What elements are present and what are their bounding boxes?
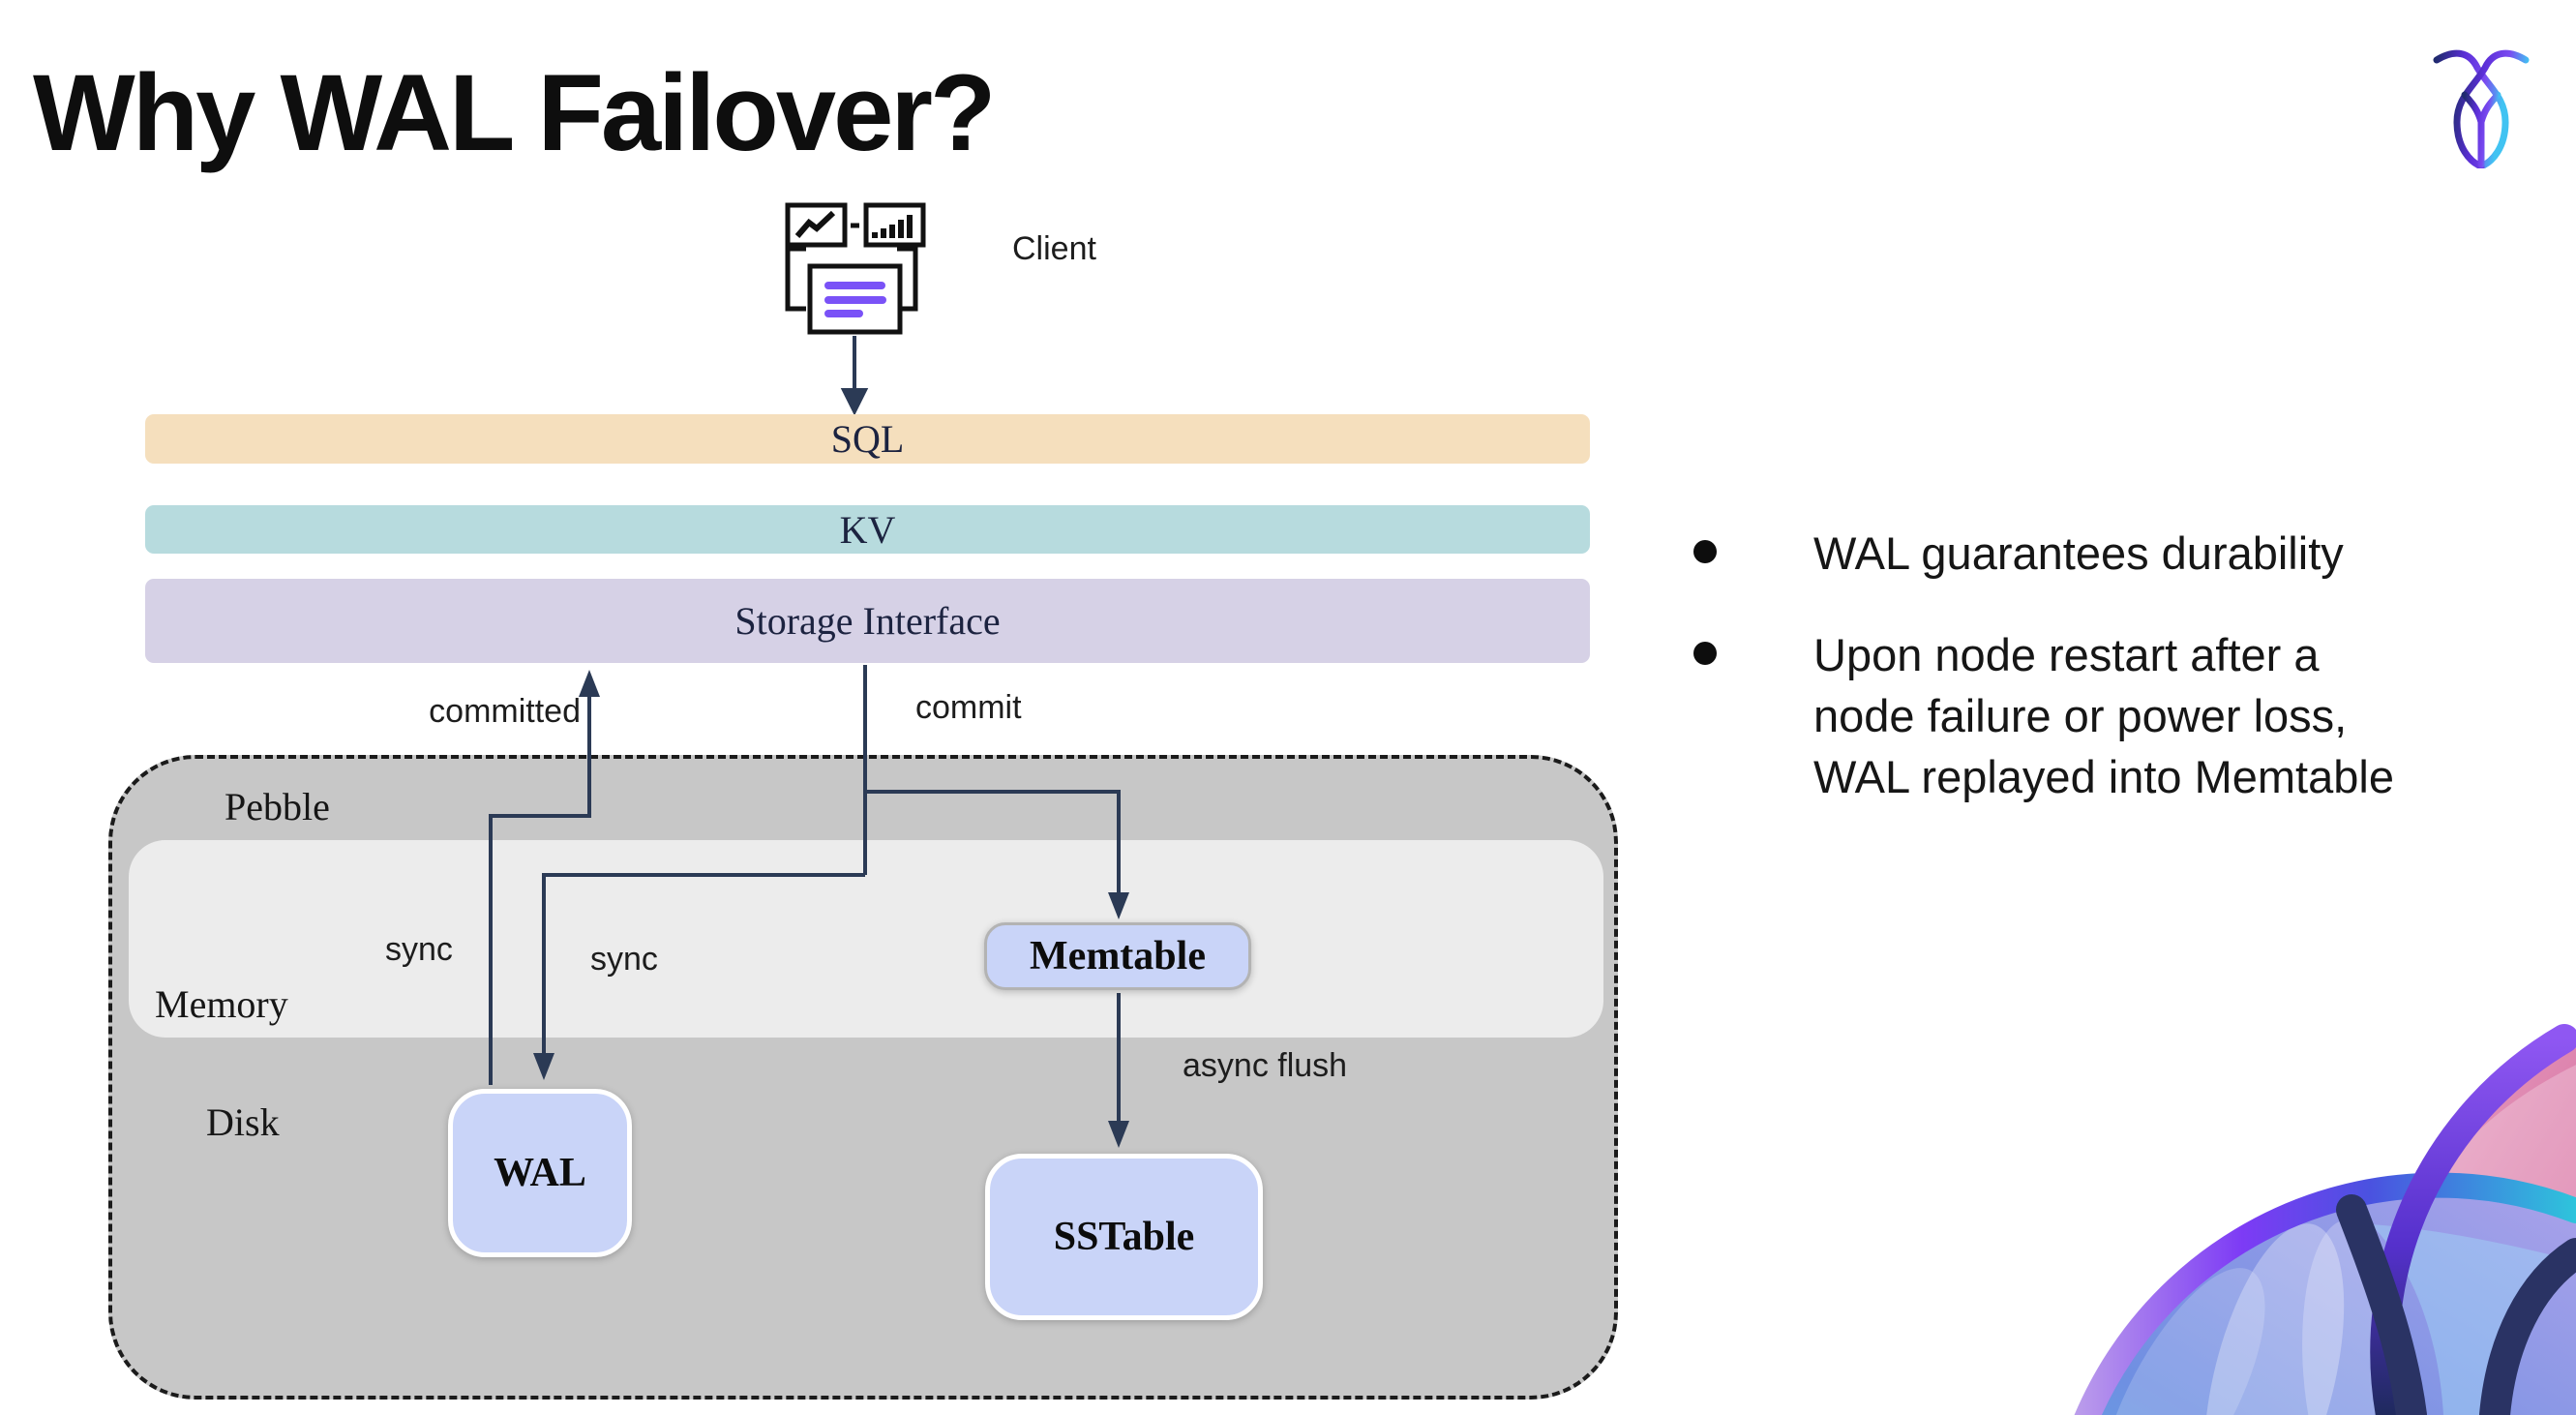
commit-edge-label: commit: [915, 689, 1022, 726]
bullet-2-line-2: node failure or power loss,: [1813, 690, 2348, 741]
bullet-2-line-1: Upon node restart after a: [1813, 629, 2320, 680]
sstable-node-label: SSTable: [1053, 1215, 1195, 1259]
committed-edge-label: committed: [429, 693, 581, 730]
layer-storage-interface-label: Storage Interface: [734, 599, 1001, 643]
bullet-dot: [1693, 540, 1717, 563]
async-flush-edge-label: async flush: [1183, 1047, 1348, 1084]
layer-kv-label: KV: [839, 507, 896, 552]
bullet-item-2: Upon node restart after a node failure o…: [1693, 624, 2564, 807]
cockroachdb-logo-icon: [2433, 49, 2530, 168]
memtable-node: Memtable: [984, 922, 1251, 990]
client-icon: [785, 202, 926, 416]
pebble-label: Pebble: [225, 785, 330, 828]
wal-node: WAL: [448, 1089, 632, 1257]
bullet-dot: [1693, 642, 1717, 665]
page-title: Why WAL Failover?: [33, 52, 996, 173]
bullet-item-1: WAL guarantees durability: [1693, 523, 2564, 584]
sstable-node: SSTable: [985, 1154, 1263, 1320]
committed-arrowhead: [579, 670, 600, 697]
memory-label: Memory: [155, 982, 288, 1026]
art-navy-vein-left: [2336, 1194, 2427, 1415]
disk-label: Disk: [206, 1100, 280, 1144]
right-bracket-icon: [897, 246, 918, 312]
sync-edge-label-2: sync: [590, 941, 658, 978]
art-blue-rim-arc: [2074, 1172, 2576, 1415]
art-navy-vein-right: [2479, 1238, 2576, 1415]
layer-sql: SQL: [145, 414, 1590, 464]
bullet-1-line-1: WAL guarantees durability: [1813, 527, 2344, 579]
memtable-node-label: Memtable: [1030, 934, 1206, 978]
sync-edge-label-1: sync: [385, 931, 453, 968]
line-chart-icon: [785, 202, 848, 248]
left-bracket-icon: [785, 246, 806, 312]
client-label: Client: [1012, 230, 1096, 267]
bar-chart-icon: [863, 202, 926, 248]
bullet-2-line-3: WAL replayed into Memtable: [1813, 751, 2394, 802]
bullet-list: WAL guarantees durability Upon node rest…: [1693, 523, 2564, 848]
layer-storage-interface: Storage Interface: [145, 579, 1590, 663]
layer-kv: KV: [145, 505, 1590, 554]
memory-band: [129, 840, 1603, 1038]
brand-art-decoration: [2074, 1019, 2576, 1415]
wal-node-label: WAL: [494, 1151, 586, 1195]
client-to-sql-arrow: [840, 336, 869, 416]
layer-sql-label: SQL: [830, 417, 905, 461]
